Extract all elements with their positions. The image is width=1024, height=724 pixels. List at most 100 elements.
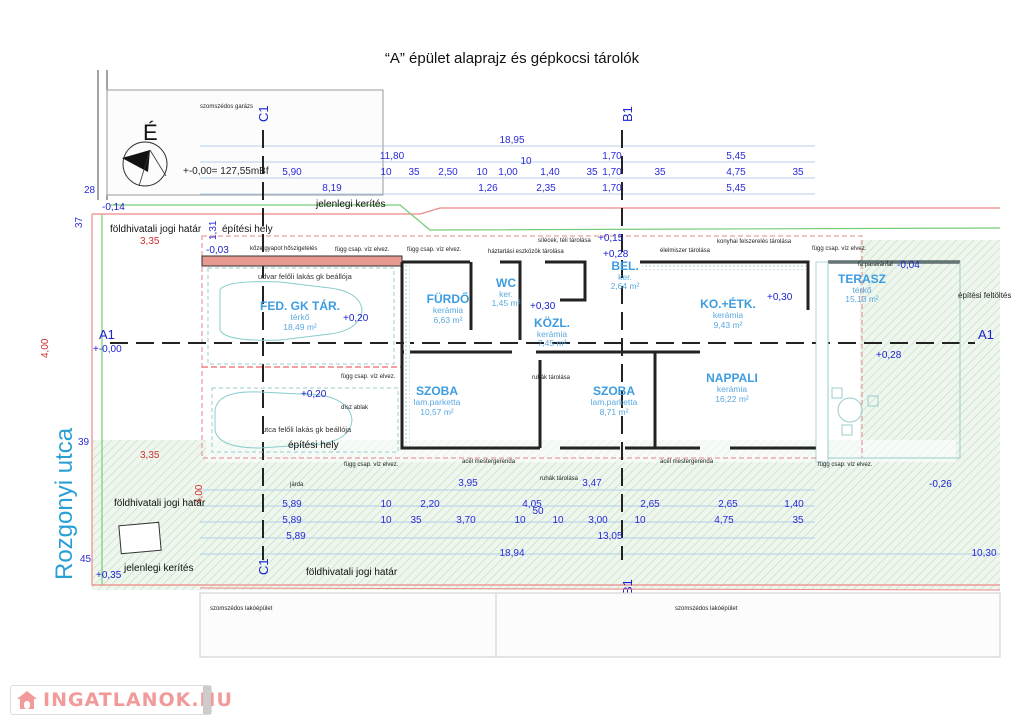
dim-bottom: 3,47 <box>582 478 602 489</box>
building-area <box>201 235 863 459</box>
room-ko-etk: KO.+ÉTK. kerámia 9,43 m² <box>700 296 756 330</box>
dim-top: 1,70 <box>602 167 622 178</box>
svg-text:7,45 m²: 7,45 m² <box>538 338 567 348</box>
level-markers: -0,14 -0,03 +0,15 +0,28 +0,20 +0,30 +0,3… <box>93 202 952 581</box>
dim-top: 11,80 <box>380 151 405 162</box>
dim-top: 35 <box>792 167 804 178</box>
food-storage-label: élelmiszer tárolása <box>660 248 711 254</box>
dim-top: 35 <box>586 167 598 178</box>
screen-wall-label: fa paravánfal <box>858 262 893 268</box>
dim-top: 1,26 <box>478 183 498 194</box>
building-area-label: építési hely <box>222 224 273 235</box>
svg-text:ker.: ker. <box>499 289 513 299</box>
dim-bottom: 35 <box>410 515 422 526</box>
svg-text:kerámia: kerámia <box>717 384 748 394</box>
garage-parking-bay <box>207 267 395 365</box>
building-area-label: építési hely <box>288 440 339 451</box>
svg-text:15,13 m²: 15,13 m² <box>845 294 879 304</box>
svg-text:-0,03: -0,03 <box>206 245 229 256</box>
svg-text:SZOBA: SZOBA <box>593 384 635 398</box>
dim-bottom-total: 18,94 <box>499 548 524 559</box>
svg-text:+0,35: +0,35 <box>96 570 122 581</box>
drawing-title: “A” épület alaprajz és gépkocsi tárolók <box>384 50 640 67</box>
dim-top: 10 <box>380 167 392 178</box>
fill-label: építési feltöltés <box>958 291 1011 300</box>
svg-text:8,71 m²: 8,71 m² <box>600 407 629 417</box>
legal-boundary-line <box>92 207 1000 215</box>
neighbour-house-right <box>495 592 1001 658</box>
neighbour-garage-label: szomszédos garázs <box>200 104 253 110</box>
dim-top: 1,70 <box>602 183 622 194</box>
dimension-lines-top <box>200 145 815 195</box>
garden-area <box>92 440 1000 590</box>
svg-text:ker.: ker. <box>618 272 632 282</box>
current-fence-line <box>110 204 1001 231</box>
dim-bottom: 10,30 <box>971 548 996 559</box>
north-label: É <box>143 120 158 145</box>
svg-text:kerámia: kerámia <box>433 305 464 315</box>
svg-text:+0,30: +0,30 <box>530 301 556 312</box>
svg-text:+0,20: +0,20 <box>343 313 369 324</box>
dim-left-red: 4,00 <box>194 484 205 504</box>
neighbour-garage <box>106 89 384 196</box>
dim-bottom: 10 <box>380 499 392 510</box>
legal-boundary-line <box>91 214 1000 586</box>
svg-text:9,43 m²: 9,43 m² <box>714 320 743 330</box>
dim-top: 5,90 <box>282 167 302 178</box>
axis-c1-top: C1 <box>256 105 271 122</box>
neighbour-house-left <box>199 592 497 658</box>
neighbour-house-left-label: szomszédos lakóépület <box>210 606 273 612</box>
svg-text:NAPPALI: NAPPALI <box>706 371 758 385</box>
dim-top-total: 18,95 <box>499 135 524 146</box>
svg-text:térkő: térkő <box>291 312 310 322</box>
svg-text:16,22 m²: 16,22 m² <box>715 394 749 404</box>
kitchen-storage-label: konyhai felszerelés tárolása <box>717 239 792 245</box>
dim-left-red: 3,35 <box>140 236 160 247</box>
table-icon <box>831 387 879 436</box>
garden-area-east <box>860 240 1000 440</box>
dim-top: 2,35 <box>536 183 556 194</box>
dim-left: 37 <box>74 216 85 228</box>
svg-text:2,64 m²: 2,64 m² <box>611 281 640 291</box>
watermark-text: INGATLANOK.HU <box>43 689 233 711</box>
room-szoba-2: SZOBA lam.parketta 8,71 m² <box>591 384 638 417</box>
svg-text:lam.parketta: lam.parketta <box>414 397 461 407</box>
watermark-logo: INGATLANOK.HU <box>10 685 232 715</box>
dim-top: 10 <box>476 167 488 178</box>
insulation-label: kőzetgyapot hőszigetelés <box>250 246 317 252</box>
svg-text:BEL.: BEL. <box>611 259 638 273</box>
dim-left: 1,31 <box>208 220 219 240</box>
north-arrow-icon <box>122 141 168 187</box>
downpipe-label: függ csap. víz elvez. <box>341 374 396 380</box>
dim-bottom: 35 <box>792 515 804 526</box>
building-walls <box>400 260 824 450</box>
steel-beam-label: acél mestergerenda <box>462 459 516 465</box>
house-icon <box>16 690 38 710</box>
dim-bottom: 5,89 <box>282 499 302 510</box>
dim-bottom: 2,20 <box>420 499 440 510</box>
room-bel: BEL. ker. 2,64 m² <box>611 259 640 291</box>
dim-left-red: 3,35 <box>140 450 160 461</box>
room-szoba-1: SZOBA lam.parketta 10,57 m² <box>414 384 461 417</box>
svg-text:FÜRDŐ: FÜRDŐ <box>427 291 470 306</box>
dim-bottom: 10 <box>552 515 564 526</box>
axis-a1-right: A1 <box>978 327 994 342</box>
svg-text:WC: WC <box>496 276 516 290</box>
dim-bottom: 4,75 <box>714 515 734 526</box>
clothes-storage-label: ruhák tárolása <box>540 476 579 482</box>
dim-bottom: 10 <box>514 515 526 526</box>
dim-bottom: 13,05 <box>597 531 622 542</box>
sidewalk <box>206 440 956 462</box>
dim-top: 5,45 <box>726 151 746 162</box>
waste-bin <box>118 521 162 555</box>
svg-text:-0,26: -0,26 <box>929 479 952 490</box>
dim-top: 8,19 <box>322 183 342 194</box>
svg-text:6,63 m²: 6,63 m² <box>434 315 463 325</box>
room-fed-gk-tar: FED. GK TÁR. térkő 18,49 m² <box>260 298 340 332</box>
dim-left: 45 <box>80 554 92 565</box>
svg-text:kerámia: kerámia <box>537 329 568 339</box>
base-elevation: +-0,00= 127,55mBf <box>183 166 269 177</box>
skis-storage-label: sílécek, téli tárolása <box>538 238 591 244</box>
deco-window-label: dísz ablak <box>341 405 369 411</box>
dimension-lines-bottom <box>200 489 1000 555</box>
